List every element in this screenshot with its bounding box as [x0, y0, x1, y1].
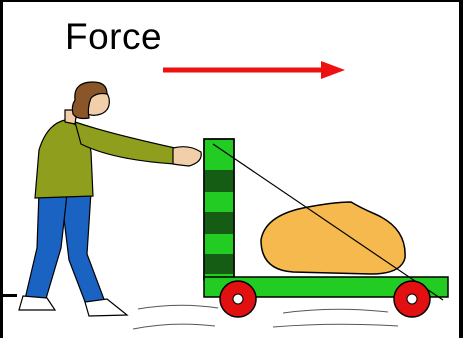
illustration	[3, 2, 463, 338]
person-front-leg	[25, 192, 67, 302]
person-front-shoe	[19, 296, 55, 310]
person-hand	[173, 147, 201, 166]
person-back-leg	[61, 192, 105, 307]
sack-load	[261, 202, 405, 274]
cart-wheel-left	[220, 281, 256, 317]
cart-wheel-right	[394, 281, 430, 317]
force-arrow	[163, 61, 345, 79]
ground-motion-lines	[133, 305, 398, 329]
person-back-shoe	[85, 299, 127, 316]
person-figure	[19, 82, 201, 316]
